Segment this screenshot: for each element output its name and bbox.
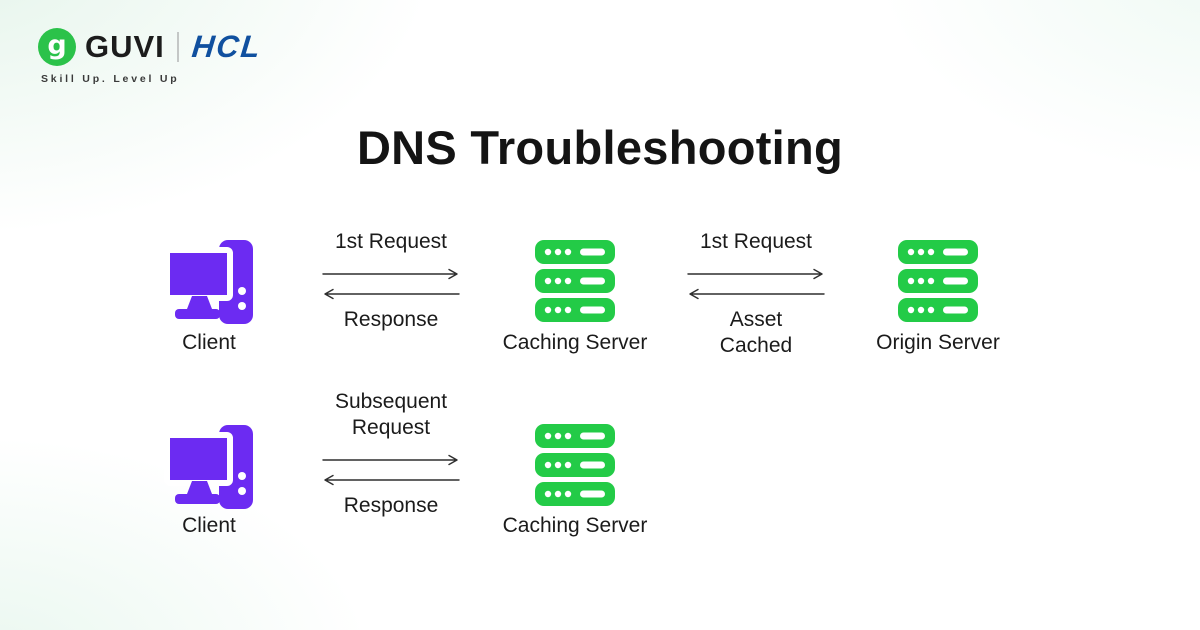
- subsequent-request-label: Subsequent Request: [335, 389, 447, 441]
- header: g GUVI HCL Skill Up. Level Up: [38, 28, 264, 85]
- hcl-logo-text: HCL: [190, 29, 264, 64]
- flow-client-caching-subsequent: Subsequent Request Response: [316, 389, 466, 519]
- client-icon: [164, 240, 253, 324]
- client-label: Client: [182, 331, 236, 354]
- arrow-right-icon: [322, 454, 458, 466]
- brand-tagline: Skill Up. Level Up: [41, 73, 180, 85]
- guvi-logo-text: GUVI: [85, 29, 165, 64]
- caching-server-icon: [535, 424, 615, 506]
- response-label: Response: [343, 494, 439, 517]
- arrow-right-icon: [322, 268, 458, 280]
- guvi-logo-letter: g: [47, 29, 67, 61]
- flow-client-caching: 1st Request Response: [316, 229, 466, 333]
- flow-caching-origin: 1st Request Asset Cached: [681, 229, 831, 359]
- subsequent-request-line1: Subsequent: [334, 390, 448, 413]
- subsequent-request-line2: Request: [351, 416, 431, 439]
- asset-cached-label: Asset Cached: [720, 307, 792, 359]
- arrow-right-icon: [687, 268, 823, 280]
- client-icon: [164, 425, 253, 509]
- brand-logo-row: g GUVI HCL: [38, 28, 264, 66]
- caching-server-label: Caching Server: [502, 331, 648, 354]
- origin-server-label: Origin Server: [876, 331, 1000, 354]
- request-label: 1st Request: [334, 230, 448, 253]
- logo-divider: [176, 32, 179, 62]
- origin-server-icon: [898, 240, 978, 322]
- response-label: Response: [343, 308, 439, 331]
- request-label: 1st Request: [699, 230, 813, 253]
- arrow-left-icon: [689, 288, 825, 300]
- page-title: DNS Troubleshooting: [356, 121, 844, 174]
- caching-server-icon: [535, 240, 615, 322]
- asset-cached-line2: Cached: [719, 334, 793, 357]
- arrow-left-icon: [324, 474, 460, 486]
- asset-cached-line1: Asset: [729, 308, 783, 331]
- client-label: Client: [182, 514, 236, 537]
- caching-server-label: Caching Server: [502, 514, 648, 537]
- guvi-logo-icon: g: [38, 28, 76, 66]
- arrow-left-icon: [324, 288, 460, 300]
